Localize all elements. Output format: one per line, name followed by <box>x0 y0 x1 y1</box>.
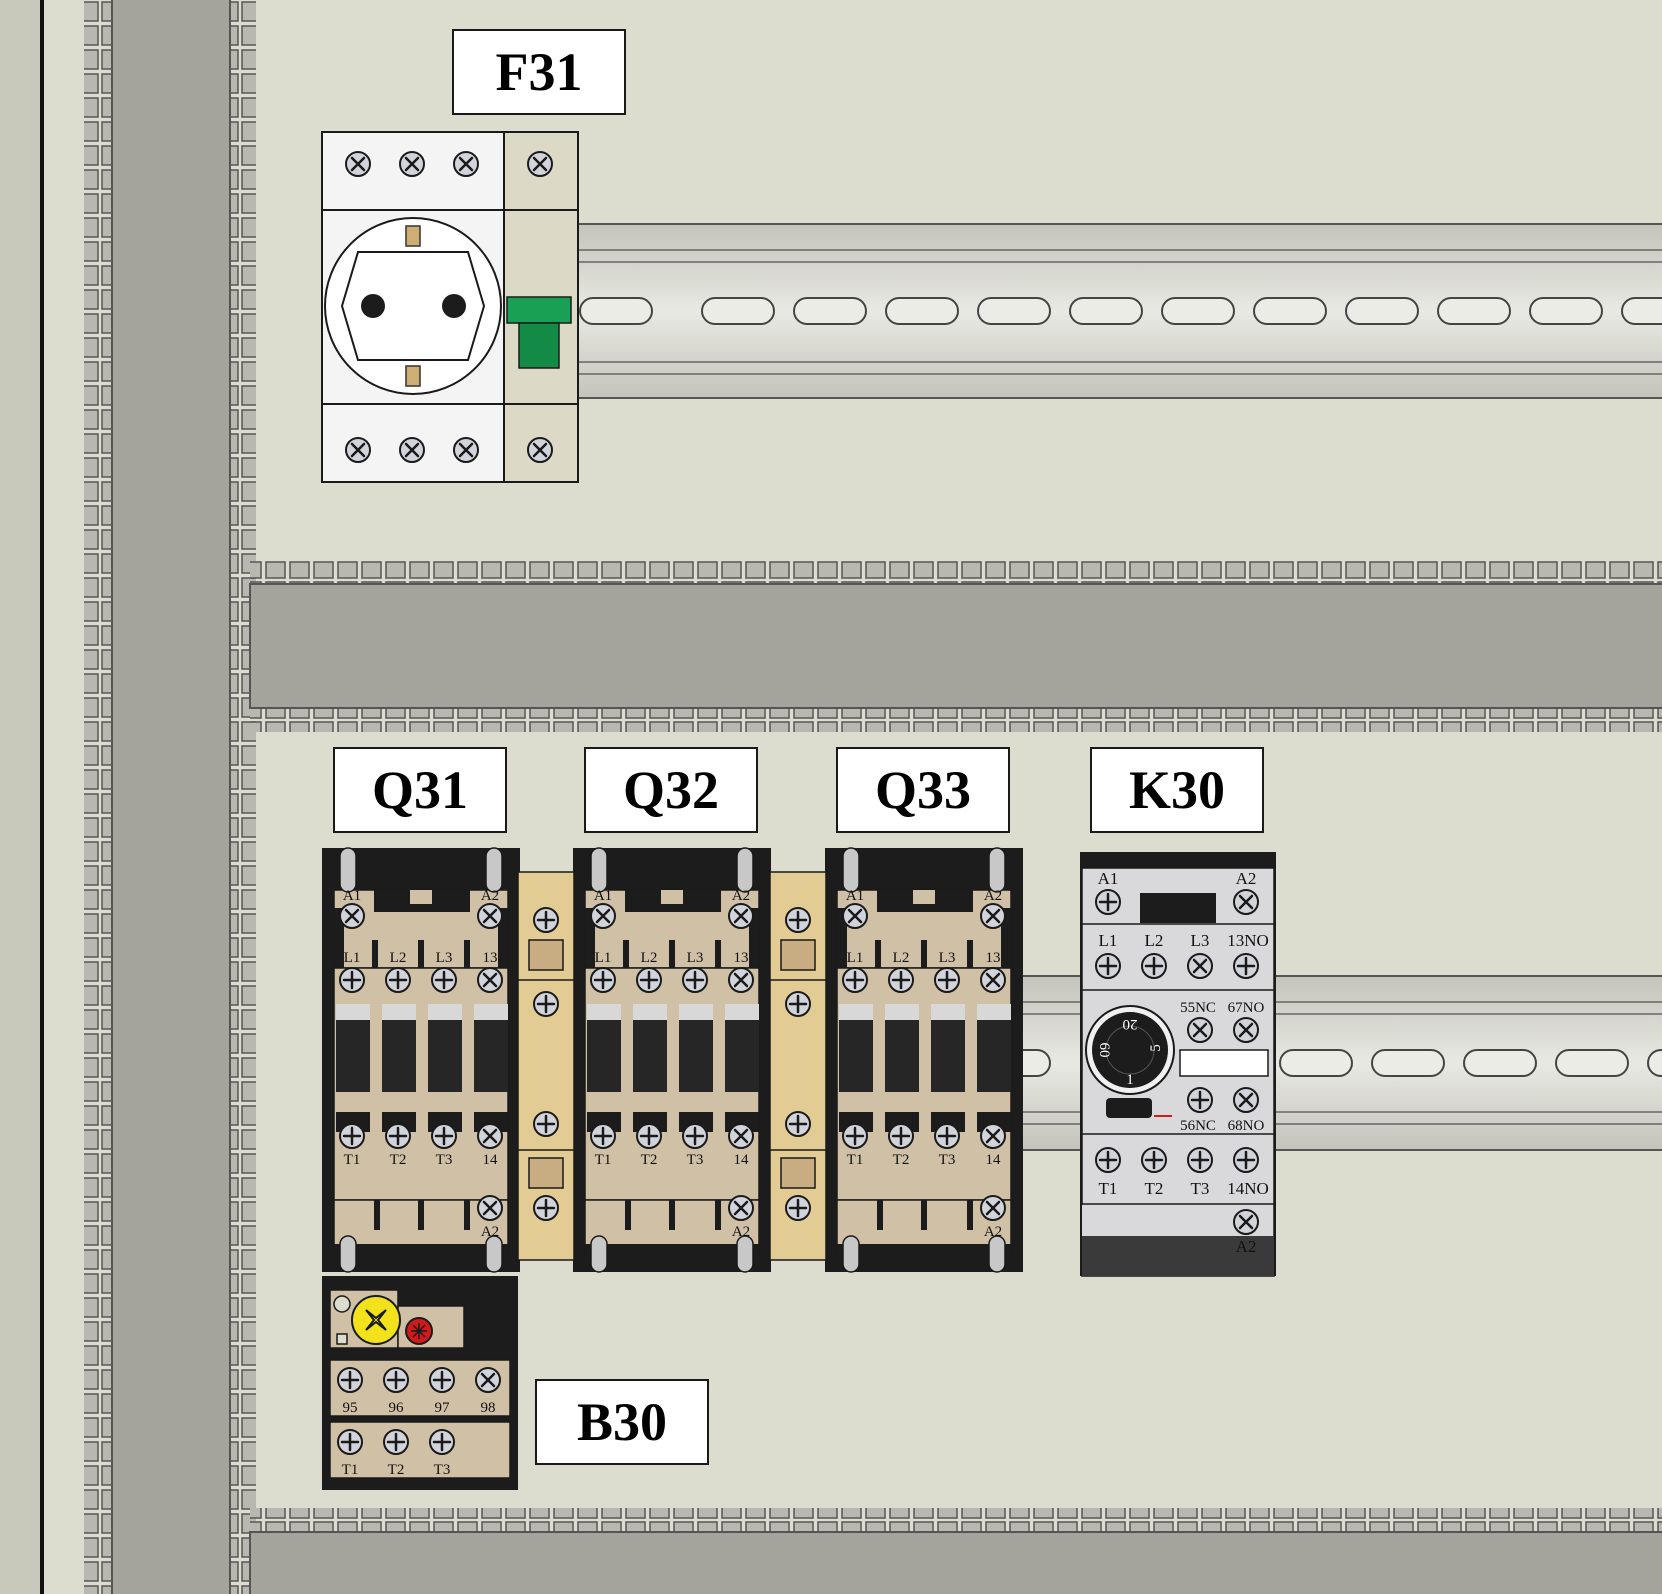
label-q32-text: Q32 <box>623 760 719 820</box>
overload-reset-button[interactable] <box>405 1317 433 1345</box>
label-q32: Q32 <box>584 747 758 833</box>
terminal-label-14: 14 <box>483 1152 499 1168</box>
terminal-label-t2: T2 <box>641 1152 658 1168</box>
label-f31: F31 <box>452 29 626 115</box>
terminal-label-l1: L1 <box>1099 931 1118 950</box>
interlock-block-2 <box>769 871 827 1261</box>
terminal-label-l1: L1 <box>595 950 612 966</box>
terminal-label-67no: 67NO <box>1228 1000 1265 1016</box>
terminal-label-13no: 13NO <box>1227 931 1269 950</box>
terminal-label-l3: L3 <box>1191 931 1210 950</box>
terminal-label-t3: T3 <box>436 1152 453 1168</box>
overload-test-indicator <box>333 1295 351 1313</box>
terminal-label-55nc: 55NC <box>1180 1000 1216 1016</box>
terminal-label-98: 98 <box>481 1400 496 1416</box>
horizontal-wire-duct-middle <box>249 560 1662 732</box>
breaker-toggle-handle[interactable] <box>506 296 572 369</box>
contactor-q33[interactable]: A1 A2 L1 L2 L3 13 T1 T2 T3 14 A2 <box>825 847 1023 1273</box>
terminal-label-l1: L1 <box>847 950 864 966</box>
label-k30: K30 <box>1090 747 1264 833</box>
terminal-label-a2-bottom: A2 <box>481 1224 499 1240</box>
timer-relay-k30[interactable]: 20 5 60 1 A1 A2 L1 L2 L3 13NO 55NC 67NO … <box>1080 852 1276 1277</box>
terminal-label-a2: A2 <box>1236 869 1257 888</box>
terminal-label-l2: L2 <box>893 950 910 966</box>
terminal-label-a1: A1 <box>594 888 612 904</box>
contactor-q32[interactable]: A1 A2 L1 L2 L3 13 T1 T2 T3 14 A2 <box>573 847 771 1273</box>
terminal-label-t1: T1 <box>847 1152 864 1168</box>
terminal-label-14no: 14NO <box>1227 1179 1269 1198</box>
din-rail-top <box>569 223 1662 399</box>
terminal-label-t2: T2 <box>390 1152 407 1168</box>
vertical-wire-duct <box>84 0 256 1594</box>
terminal-label-13: 13 <box>734 950 749 966</box>
dial-mark-1: 1 <box>1126 1072 1134 1088</box>
terminal-label-95: 95 <box>343 1400 358 1416</box>
terminal-label-l2: L2 <box>390 950 407 966</box>
terminal-label-t1: T1 <box>595 1152 612 1168</box>
terminal-label-a2-bottom: A2 <box>1236 1237 1257 1256</box>
terminal-label-a1: A1 <box>1098 869 1119 888</box>
terminal-label-t2: T2 <box>893 1152 910 1168</box>
terminal-label-a1: A1 <box>343 888 361 904</box>
label-f31-text: F31 <box>496 42 583 102</box>
horizontal-wire-duct-bottom <box>249 1508 1662 1594</box>
terminal-label-96: 96 <box>389 1400 405 1416</box>
terminal-label-a2: A2 <box>732 888 750 904</box>
contactor-q31[interactable]: A1 A2 L1 L2 L3 13 T1 T2 T3 14 A2 <box>322 847 520 1273</box>
terminal-label-t3: T3 <box>939 1152 956 1168</box>
label-q33-text: Q33 <box>875 760 971 820</box>
terminal-label-a2-bottom: A2 <box>984 1224 1002 1240</box>
terminal-label-t2: T2 <box>388 1462 405 1478</box>
cabinet-edge <box>40 0 44 1594</box>
terminal-label-l3: L3 <box>687 950 704 966</box>
terminal-label-14: 14 <box>734 1152 750 1168</box>
din-rail-slots-top <box>579 297 1662 325</box>
terminal-label-13: 13 <box>986 950 1001 966</box>
label-q33: Q33 <box>836 747 1010 833</box>
terminal-label-a2: A2 <box>481 888 499 904</box>
schuko-socket <box>324 217 502 395</box>
terminal-label-a1: A1 <box>846 888 864 904</box>
terminal-label-a2: A2 <box>984 888 1002 904</box>
terminal-label-t1: T1 <box>1099 1179 1118 1198</box>
terminal-label-68no: 68NO <box>1228 1118 1265 1134</box>
terminal-label-l2: L2 <box>641 950 658 966</box>
label-q31-text: Q31 <box>372 760 468 820</box>
terminal-label-t2: T2 <box>1145 1179 1164 1198</box>
terminal-label-l3: L3 <box>436 950 453 966</box>
socket-outlet-f31[interactable] <box>321 131 579 483</box>
terminal-label-t1: T1 <box>344 1152 361 1168</box>
terminal-label-t1: T1 <box>342 1462 359 1478</box>
overload-relay-b30[interactable]: 95 96 97 98 T1 T2 T3 <box>322 1276 518 1490</box>
interlock-block-1 <box>517 871 575 1261</box>
dial-mark-60: 60 <box>1096 1043 1112 1058</box>
label-b30-text: B30 <box>577 1392 667 1452</box>
dial-mark-20: 20 <box>1123 1016 1138 1032</box>
terminal-label-l1: L1 <box>344 950 361 966</box>
overload-current-dial[interactable] <box>351 1295 401 1345</box>
terminal-label-97: 97 <box>435 1400 451 1416</box>
dial-mark-5: 5 <box>1148 1044 1164 1052</box>
terminal-label-t3: T3 <box>434 1462 451 1478</box>
label-b30: B30 <box>535 1379 709 1465</box>
terminal-label-a2-bottom: A2 <box>732 1224 750 1240</box>
label-q31: Q31 <box>333 747 507 833</box>
terminal-label-14: 14 <box>986 1152 1002 1168</box>
terminal-label-l2: L2 <box>1145 931 1164 950</box>
terminal-label-t3: T3 <box>1191 1179 1210 1198</box>
terminal-label-l3: L3 <box>939 950 956 966</box>
label-k30-text: K30 <box>1129 760 1225 820</box>
timer-setting-dial[interactable]: 20 5 60 1 <box>1085 1005 1175 1095</box>
cabinet-frame <box>0 0 42 1594</box>
terminal-label-56nc: 56NC <box>1180 1118 1216 1134</box>
terminal-label-t3: T3 <box>687 1152 704 1168</box>
terminal-label-13: 13 <box>483 950 498 966</box>
